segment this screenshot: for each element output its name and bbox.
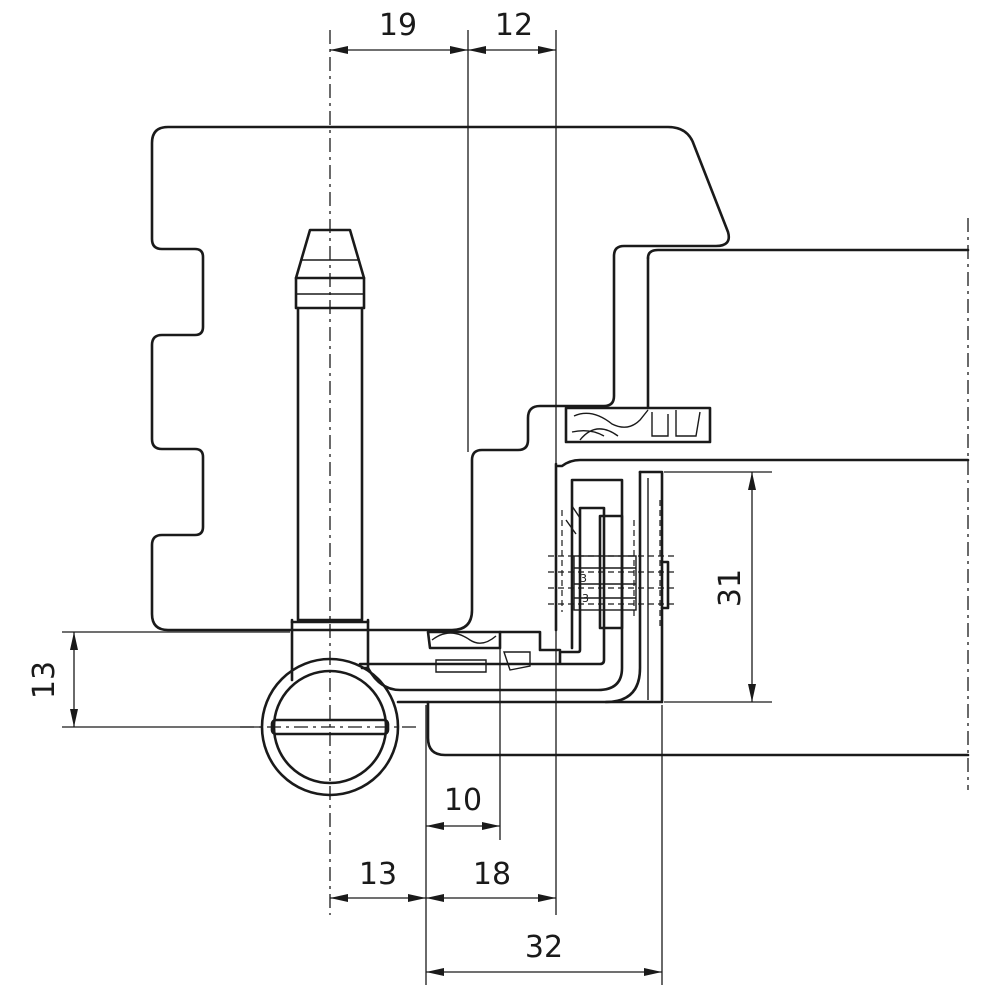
extension-lines [62,30,772,985]
adjustment-block: 3 3 [548,500,676,630]
dim-label-bottom-overall: 32 [525,930,563,965]
dim-label-bottom-mid: 18 [473,857,511,892]
dimension-lines [70,46,756,976]
dim-label-top-right: 12 [495,8,533,43]
top-seal-gasket [564,406,712,444]
dimension-labels: 19 12 13 31 10 13 18 32 [27,8,748,965]
center-lines [240,30,416,915]
dim-label-bottom-left: 13 [359,857,397,892]
dim-label-right-side: 31 [713,569,748,607]
frame-profile [150,125,970,632]
dim-label-top-left: 19 [379,8,417,43]
dim-label-left-side: 13 [27,661,62,699]
block-label-small-2: 3 [582,592,589,605]
block-label-small: 3 [580,572,587,585]
bottom-seal-gasket [426,630,562,673]
door-leaf [426,218,970,790]
dim-label-bottom-inner: 10 [444,783,482,818]
hinge-arm [358,462,664,704]
